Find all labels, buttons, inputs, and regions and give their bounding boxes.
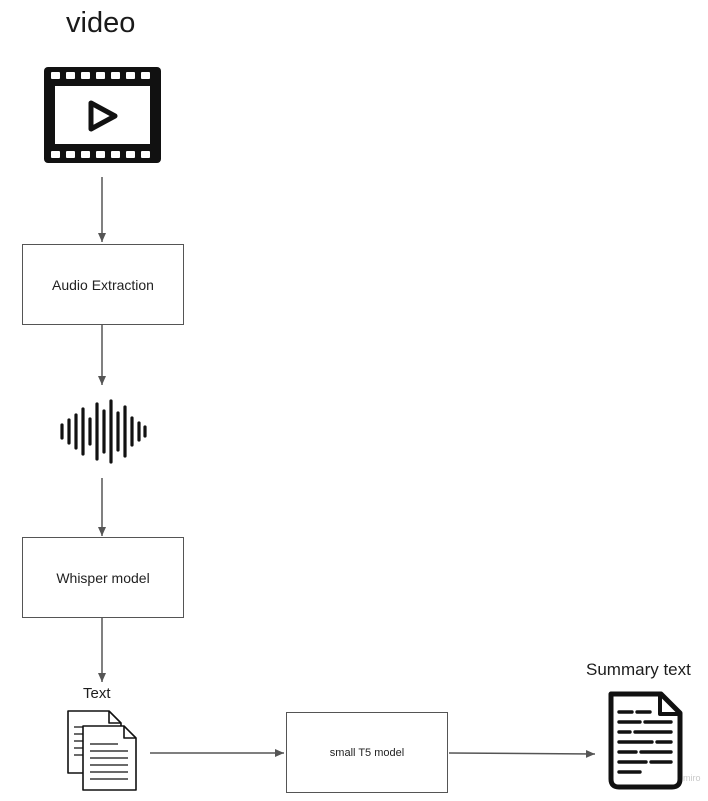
summary-text-label: Summary text: [586, 660, 691, 679]
whisper-model-label: Whisper model: [56, 569, 150, 586]
summary-document-icon: [608, 691, 683, 790]
video-film-icon: [44, 67, 161, 163]
t5-model-box: small T5 model: [286, 712, 448, 793]
watermark: miro: [683, 773, 701, 783]
t5-model-label: small T5 model: [329, 746, 405, 759]
audio-extraction-box: Audio Extraction: [22, 244, 184, 325]
audio-extraction-label: Audio Extraction: [52, 276, 154, 293]
text-label: Text: [83, 685, 111, 702]
audio-waveform-icon: [60, 399, 147, 464]
whisper-model-box: Whisper model: [22, 537, 184, 618]
text-documents-icon: [67, 710, 137, 791]
diagram-title: video: [66, 7, 136, 39]
arrow-t5-to-summary: [448, 749, 596, 758]
